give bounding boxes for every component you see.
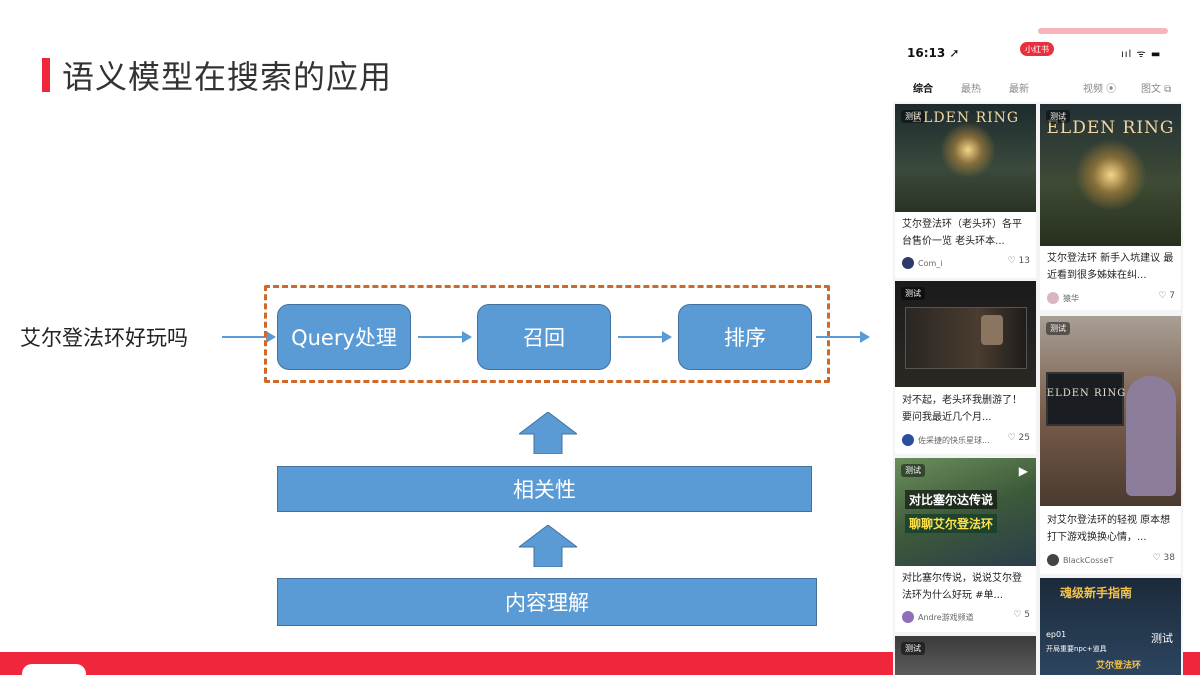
card-title: 对比塞尔传说，说说艾尔登法环为什么好玩 #单...	[902, 573, 1022, 601]
slide-title: 语义模型在搜索的应用	[62, 58, 393, 96]
app-badge: 小红书	[1020, 42, 1054, 56]
card-tag: 测试	[901, 464, 925, 477]
phone-search-results: 16:13 ➚ 小红书 ııl ᯤ ▬ 综合 最热 最新 视频 ⦿ 图文 ⧉ E…	[893, 38, 1183, 675]
arrow-processing-to-recall	[418, 336, 462, 338]
thumbnail-title: ELDEN RING	[911, 110, 1020, 126]
card-thumbnail: 测试	[895, 281, 1036, 387]
card-author: 猿华	[1047, 292, 1079, 304]
author-name: Andre游戏频道	[918, 612, 974, 622]
top-decor-bar	[1038, 28, 1168, 34]
result-card[interactable]: 对比塞尔达传说 聊聊艾尔登法环 测试 ▶ 对比塞尔传说，说说艾尔登法环为什么好玩…	[895, 458, 1036, 632]
person-silhouette	[1126, 376, 1176, 496]
likes-value: 38	[1163, 553, 1175, 563]
episode-label: ep01	[1046, 630, 1067, 639]
query-text: 艾尔登法环好玩吗	[20, 326, 188, 350]
likes-value: 5	[1024, 610, 1030, 620]
author-name: 猿华	[1063, 293, 1079, 303]
thumbnail-title: ELDEN RING	[1046, 388, 1127, 399]
card-thumbnail: ELDEN RING 测试	[1040, 316, 1181, 506]
like-count[interactable]: ♡ 13	[1007, 256, 1030, 266]
status-time: 16:13 ➚	[907, 46, 960, 60]
pipeline-dashed-frame	[264, 285, 830, 383]
card-tag: 测试	[901, 287, 925, 300]
card-thumbnail: ELDEN RING 测试	[895, 104, 1036, 212]
card-tag: 测试	[1046, 322, 1070, 335]
thumbnail-headline: 对比塞尔达传说	[905, 490, 998, 509]
avatar	[902, 434, 914, 446]
result-card[interactable]: ELDEN RING 测试 艾尔登法环（老头环）各平台售价一览 老头环本... …	[895, 104, 1036, 278]
like-count[interactable]: ♡ 5	[1013, 610, 1030, 620]
arrow-head	[462, 331, 472, 343]
card-tag: 测试	[901, 642, 925, 655]
card-tag-right: 测试	[1151, 632, 1173, 645]
author-name: BlackCosseT	[1063, 555, 1114, 565]
like-count[interactable]: ♡ 25	[1007, 433, 1030, 443]
card-author: BlackCosseT	[1047, 554, 1113, 566]
arrow-head	[662, 331, 672, 343]
avatar	[902, 257, 914, 269]
thumbnail-subheadline: 聊聊艾尔登法环	[905, 514, 998, 533]
thumbnail-title: ELDEN RING	[1046, 118, 1175, 138]
card-tag: 测试	[1046, 110, 1070, 123]
stage-recall: 召回	[477, 304, 611, 370]
tab-image-text[interactable]: 图文 ⧉	[1141, 84, 1172, 95]
tab-all[interactable]: 综合	[913, 84, 933, 95]
layer-relevance: 相关性	[277, 466, 812, 512]
episode-subtitle: 开局重要npc+道具	[1046, 645, 1107, 653]
arrow-ranking-to-results	[816, 336, 860, 338]
tab-video[interactable]: 视频 ⦿	[1083, 84, 1117, 95]
tab-hot[interactable]: 最热	[961, 84, 981, 95]
bottom-pill	[22, 664, 86, 684]
stage-query-processing: Query处理	[277, 304, 411, 370]
ring-glow	[1075, 139, 1147, 211]
thumbnail-headline: 魂级新手指南	[1060, 586, 1133, 600]
card-thumbnail: 魂级新手指南 ep01 开局重要npc+道具 艾尔登法环 测试	[1040, 578, 1181, 675]
likes-value: 13	[1018, 256, 1030, 266]
status-bar: 16:13 ➚ 小红书 ııl ᯤ ▬	[893, 38, 1183, 70]
card-title: 对艾尔登法环的轻视 原本想打下游戏换换心情，...	[1047, 515, 1171, 543]
avatar	[1047, 292, 1059, 304]
result-card[interactable]: 测试 对不起，老头环我删游了！ 要问我最近几个月... 佐采捷的快乐星球... …	[895, 281, 1036, 454]
result-card[interactable]: 魂级新手指南 ep01 开局重要npc+道具 艾尔登法环 测试	[1040, 578, 1181, 675]
result-tabs: 综合 最热 最新 视频 ⦿ 图文 ⧉	[893, 70, 1183, 102]
game-name-label: 艾尔登法环	[1096, 661, 1142, 671]
ring-glow	[940, 122, 996, 178]
like-count[interactable]: ♡ 38	[1152, 553, 1175, 563]
play-icon: ▶	[1018, 464, 1028, 478]
up-arrow-content-understanding	[519, 525, 577, 567]
card-title: 艾尔登法环 新手入坑建议 最近看到很多姊妹在纠...	[1047, 253, 1174, 281]
result-card[interactable]: 测试	[895, 636, 1036, 675]
card-thumbnail: 测试	[895, 636, 1036, 675]
avatar	[902, 611, 914, 623]
card-tag: 测试	[901, 110, 925, 123]
result-card[interactable]: ELDEN RING 测试 艾尔登法环 新手入坑建议 最近看到很多姊妹在纠...…	[1040, 104, 1181, 310]
arrow-head	[860, 331, 870, 343]
avatar	[1047, 554, 1059, 566]
like-count[interactable]: ♡ 7	[1158, 291, 1175, 301]
signal-wifi-battery-icons: ııl ᯤ ▬	[1121, 49, 1162, 60]
tab-latest[interactable]: 最新	[1009, 84, 1029, 95]
author-name: 佐采捷的快乐星球...	[918, 435, 990, 445]
result-card[interactable]: ELDEN RING 测试 对艾尔登法环的轻视 原本想打下游戏换换心情，... …	[1040, 316, 1181, 574]
card-thumbnail: 对比塞尔达传说 聊聊艾尔登法环 测试 ▶	[895, 458, 1036, 566]
card-author: Com_i	[902, 257, 943, 269]
game-character	[981, 315, 1003, 345]
likes-value: 25	[1018, 433, 1030, 443]
card-author: Andre游戏频道	[902, 611, 974, 623]
layer-content-understanding: 内容理解	[277, 578, 817, 626]
tv-screen	[1046, 372, 1124, 426]
card-thumbnail: ELDEN RING 测试	[1040, 104, 1181, 246]
title-accent-bar	[42, 58, 50, 92]
card-author: 佐采捷的快乐星球...	[902, 434, 990, 446]
stage-ranking: 排序	[678, 304, 812, 370]
card-title: 对不起，老头环我删游了！ 要问我最近几个月...	[902, 395, 1022, 423]
arrow-query-to-processing	[222, 336, 266, 338]
arrow-head	[266, 331, 276, 343]
author-name: Com_i	[918, 258, 943, 268]
game-screenshot	[905, 307, 1027, 369]
likes-value: 7	[1169, 291, 1175, 301]
arrow-recall-to-ranking	[618, 336, 662, 338]
up-arrow-relevance	[519, 412, 577, 454]
card-title: 艾尔登法环（老头环）各平台售价一览 老头环本...	[902, 219, 1022, 247]
